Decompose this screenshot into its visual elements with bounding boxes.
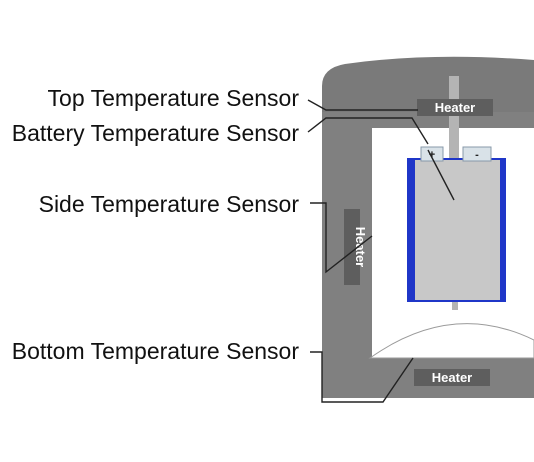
- top-sensor-leader: [307, 99, 418, 111]
- positive-terminal-label: +: [429, 149, 435, 161]
- top-rod: [449, 76, 459, 164]
- bottom-rod: [452, 300, 458, 310]
- battery-sensor-leader: [307, 117, 429, 145]
- battery: + -: [407, 146, 506, 302]
- top-temperature-sensor-label: Top Temperature Sensor: [48, 85, 300, 111]
- bottom-sensor-leader: [310, 351, 414, 403]
- bottom-heater-plate: [414, 369, 490, 386]
- side-heater-plate: [344, 209, 360, 285]
- bottom-dome-plate: [368, 323, 534, 359]
- battery-negative-terminal: [462, 146, 492, 162]
- side-sensor-leader: [310, 202, 373, 274]
- bottom-temperature-sensor-label: Bottom Temperature Sensor: [12, 338, 300, 364]
- top-heater-label: Heater: [435, 100, 475, 115]
- side-temperature-sensor-label: Side Temperature Sensor: [39, 191, 300, 217]
- leader-lines: [307, 99, 455, 403]
- bottom-heater: Heater: [414, 369, 490, 386]
- side-heater-label: Heater: [353, 227, 368, 267]
- top-heater-plate: [417, 99, 493, 116]
- side-heater: Heater: [344, 209, 368, 285]
- battery-sensor-probe: [427, 149, 455, 201]
- battery-body: [415, 160, 500, 300]
- negative-terminal-label: -: [475, 149, 479, 161]
- sensor-labels: Top Temperature Sensor Battery Temperatu…: [12, 85, 300, 364]
- battery-temperature-sensor-label: Battery Temperature Sensor: [12, 120, 300, 146]
- bottom-heater-label: Heater: [432, 370, 472, 385]
- battery-positive-terminal: [420, 146, 444, 162]
- top-heater: Heater: [417, 99, 493, 116]
